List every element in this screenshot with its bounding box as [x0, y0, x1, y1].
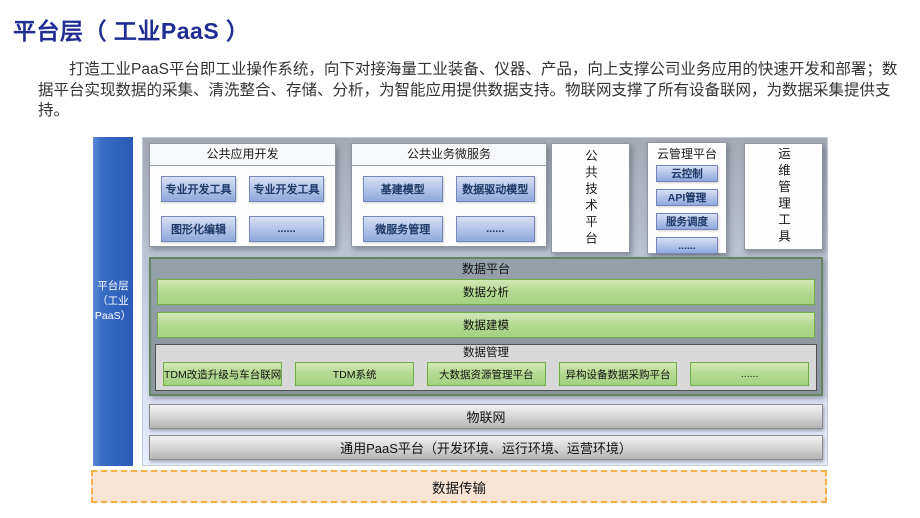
cloud-mgmt-item: ......	[656, 237, 718, 254]
data-platform-title: 数据平台	[461, 262, 510, 276]
app-dev-item: 专业开发工具	[249, 176, 324, 202]
data-mgmt-item: ......	[690, 362, 809, 386]
app-dev-item: ......	[249, 216, 324, 242]
group-biz-microservices-title: 公共业务微服务	[352, 144, 546, 166]
group-app-dev-body: 专业开发工具 专业开发工具 图形化编辑 ......	[150, 166, 335, 252]
data-mgmt-title: 数据管理	[463, 347, 509, 359]
platform-canvas: 公共应用开发 专业开发工具 专业开发工具 图形化编辑 ...... 公共业务微服…	[142, 137, 828, 466]
data-mgmt-section: 数据管理 TDM改造升级与车台联网 TDM系统 大数据资源管理平台 异构设备数据…	[155, 344, 817, 391]
data-mgmt-item: 大数据资源管理平台	[426, 362, 546, 386]
biz-microservice-item: 数据驱动模型	[455, 176, 535, 202]
data-analysis-row: 数据分析	[157, 279, 815, 305]
group-ops-tools-title: 运维管理工具	[776, 147, 790, 246]
group-biz-microservices: 公共业务微服务 基建模型 数据驱动模型 微服务管理 ......	[351, 143, 547, 247]
cloud-mgmt-item: 服务调度	[656, 213, 718, 230]
group-tech-platform: 公共技术平台	[551, 143, 630, 253]
group-app-dev-title: 公共应用开发	[150, 144, 335, 166]
data-mgmt-item: TDM改造升级与车台联网	[163, 362, 283, 386]
group-app-dev: 公共应用开发 专业开发工具 专业开发工具 图形化编辑 ......	[149, 143, 336, 247]
group-cloud-mgmt-title: 云管理平台	[656, 147, 717, 161]
intro-paragraph: 打造工业PaaS平台即工业操作系统，向下对接海量工业装备、仪器、产品，向上支撑公…	[38, 61, 898, 119]
iot-bar: 物联网	[149, 404, 823, 429]
biz-microservice-item: ......	[455, 216, 535, 242]
data-modeling-row: 数据建模	[157, 312, 815, 338]
data-mgmt-item: 异构设备数据采购平台	[558, 362, 678, 386]
group-tech-platform-title: 公共技术平台	[583, 148, 597, 248]
cloud-mgmt-item: 云控制	[656, 165, 718, 182]
data-mgmt-item: TDM系统	[295, 362, 414, 386]
biz-microservice-item: 基建模型	[363, 176, 443, 202]
data-mgmt-items: TDM改造升级与车台联网 TDM系统 大数据资源管理平台 异构设备数据采购平台 …	[156, 362, 816, 386]
app-dev-item: 专业开发工具	[161, 176, 236, 202]
data-platform-section: 数据平台 数据分析 数据建模 数据管理 TDM改造升级与车台联网 TDM系统 大…	[149, 257, 823, 396]
page-title: 平台层（ 工业PaaS ）	[13, 18, 250, 44]
group-biz-microservices-body: 基建模型 数据驱动模型 微服务管理 ......	[352, 166, 546, 252]
paas-bar: 通用PaaS平台（开发环境、运行环境、运营环境）	[149, 435, 823, 460]
biz-microservice-item: 微服务管理	[363, 216, 443, 242]
group-ops-tools: 运维管理工具	[744, 143, 823, 250]
group-cloud-mgmt: 云管理平台 云控制 API管理 服务调度 ......	[647, 142, 727, 254]
sidebar-platform-label: 平台层 （工业 PaaS）	[93, 137, 133, 466]
app-dev-item: 图形化编辑	[161, 216, 236, 242]
cloud-mgmt-item: API管理	[656, 189, 718, 206]
transport-bar: 数据传输	[91, 470, 827, 503]
